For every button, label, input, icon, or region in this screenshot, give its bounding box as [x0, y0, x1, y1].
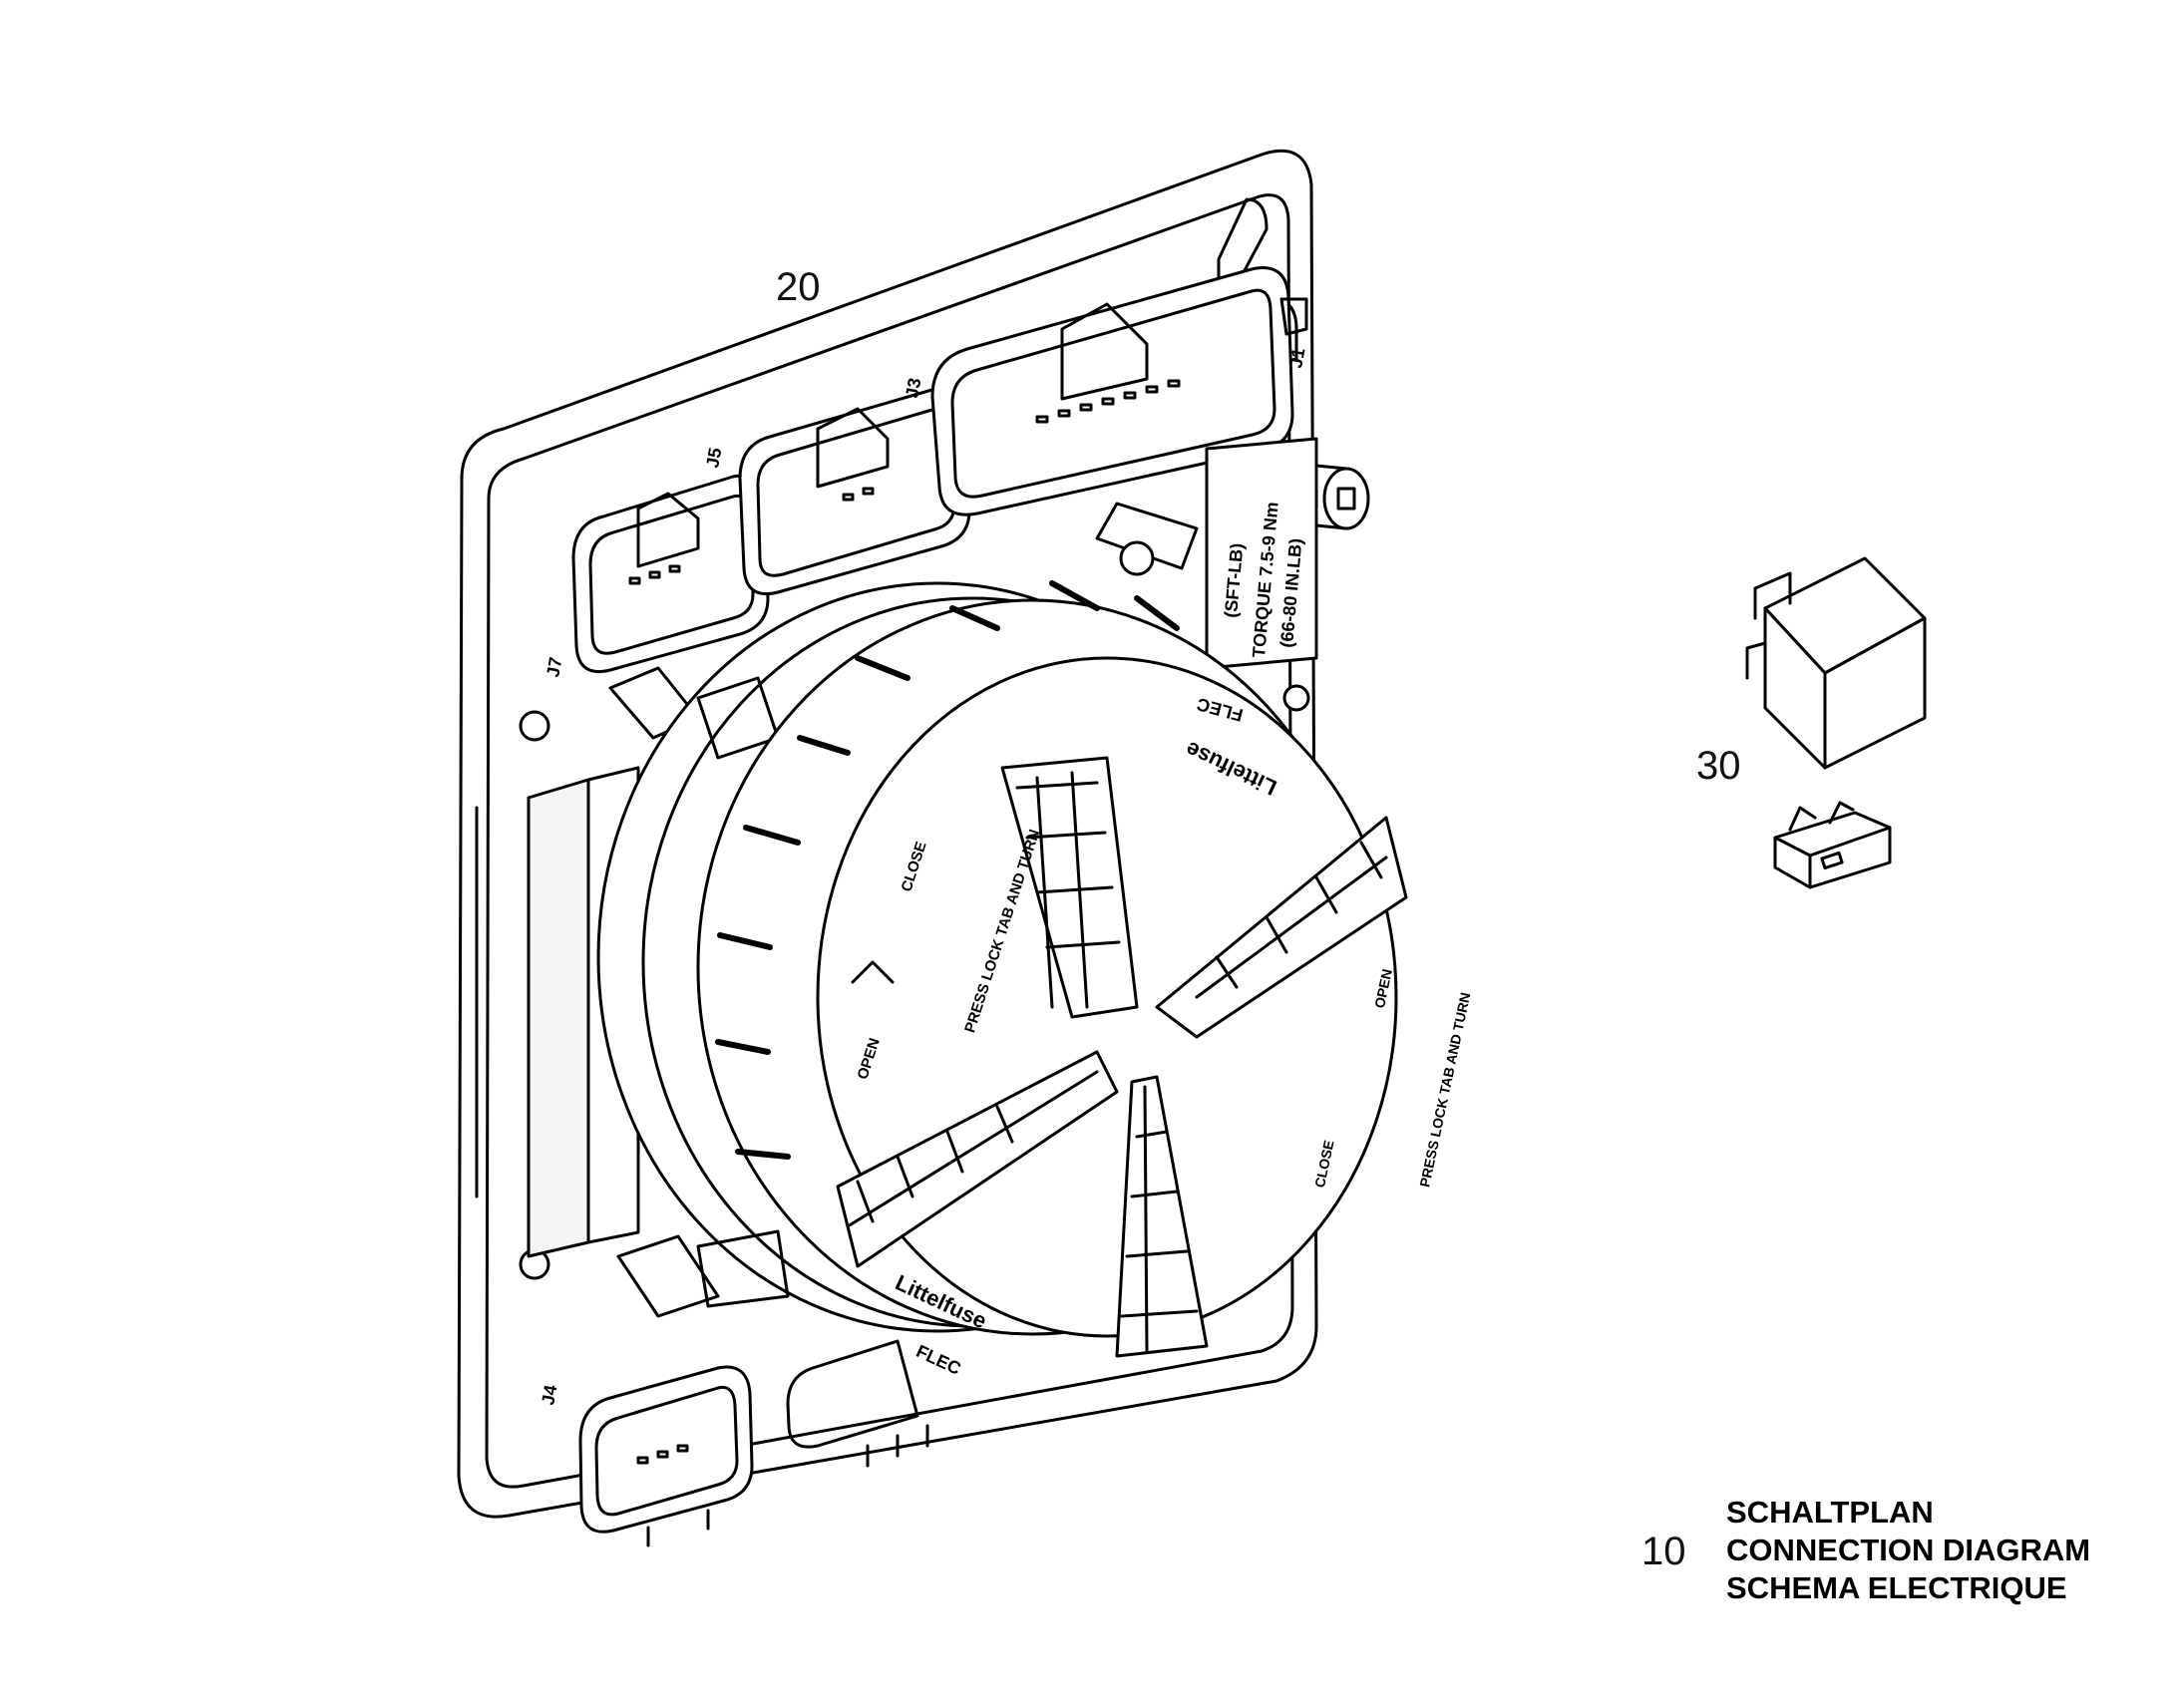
connector-top-left — [571, 474, 770, 673]
callout-item-30: 30 — [1696, 744, 1741, 788]
cover-face — [816, 656, 1408, 1358]
lock-instruction-right: PRESS LOCK TAB AND TURN — [1416, 991, 1473, 1189]
label-plate — [1205, 437, 1318, 670]
callout-item-10: 10 — [1641, 1530, 1686, 1573]
callout-item-20: 20 — [776, 265, 821, 309]
connector-j1-label: J1 — [1285, 346, 1308, 369]
legend-line-de: SCHALTPLAN — [1726, 1495, 1934, 1530]
connector-j7-label: J7 — [543, 655, 565, 678]
connector-bottom-middle — [786, 1339, 929, 1468]
blade-fuse-part — [1773, 801, 1892, 889]
connector-bottom-left — [578, 1365, 754, 1547]
legend-line-en: CONNECTION DIAGRAM — [1726, 1533, 2091, 1567]
legend-block: SCHALTPLAN CONNECTION DIAGRAM SCHEMA ELE… — [1726, 1494, 2090, 1607]
connector-j4-label: J4 — [538, 1383, 560, 1406]
legend-line-fr: SCHEMA ELECTRIQUE — [1726, 1570, 2067, 1605]
connector-j5-label: J5 — [702, 446, 725, 469]
connector-top-right — [930, 266, 1308, 516]
relay-part — [1745, 556, 1927, 770]
connector-j3-label: J3 — [902, 376, 924, 399]
